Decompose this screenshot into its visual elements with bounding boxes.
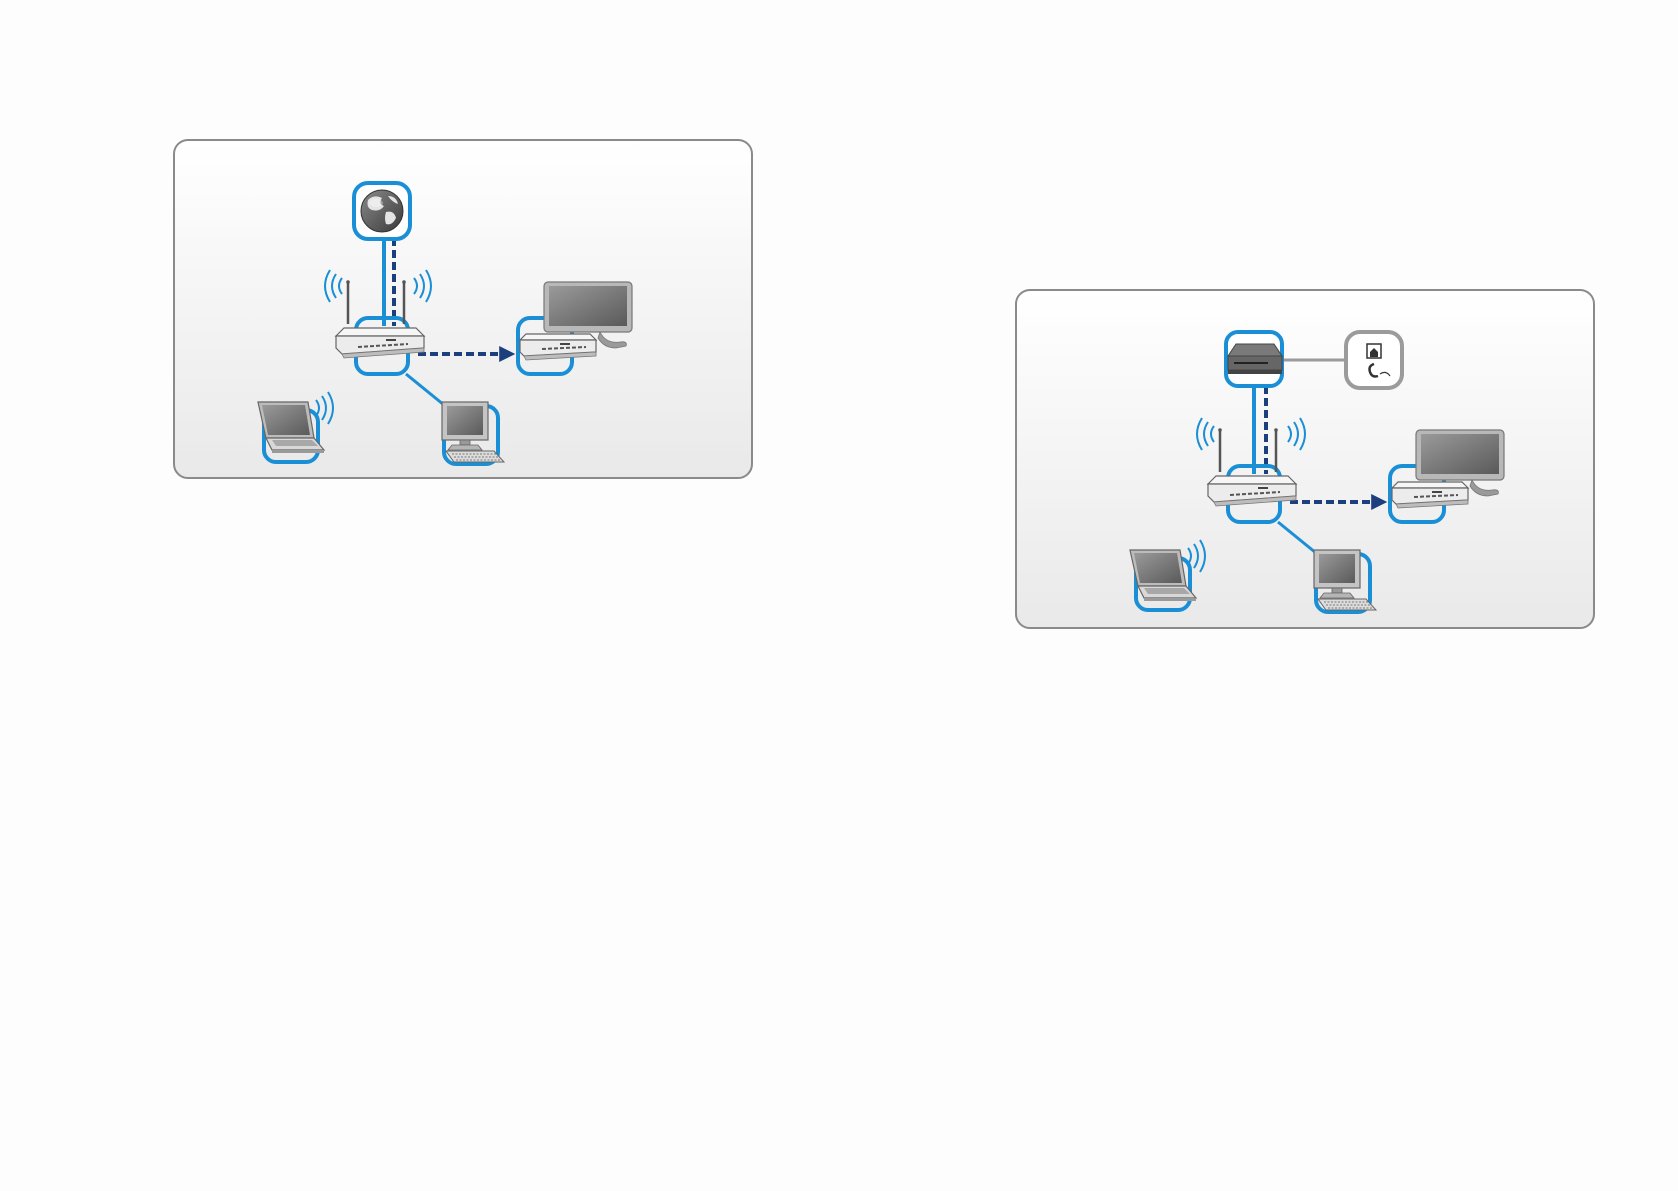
modem-icon xyxy=(1228,344,1282,374)
globe-icon xyxy=(361,190,403,232)
diagram-panel-internet xyxy=(174,140,752,478)
diagram-panel-modem xyxy=(1016,290,1594,628)
media-bridge-icon xyxy=(1392,482,1468,508)
phone-jack-highlight xyxy=(1346,332,1402,388)
modem-node xyxy=(1226,332,1282,386)
internet-node xyxy=(354,183,410,239)
panel-background xyxy=(1016,290,1594,628)
phone-jack-node xyxy=(1346,332,1402,388)
media-bridge-icon xyxy=(520,334,596,360)
